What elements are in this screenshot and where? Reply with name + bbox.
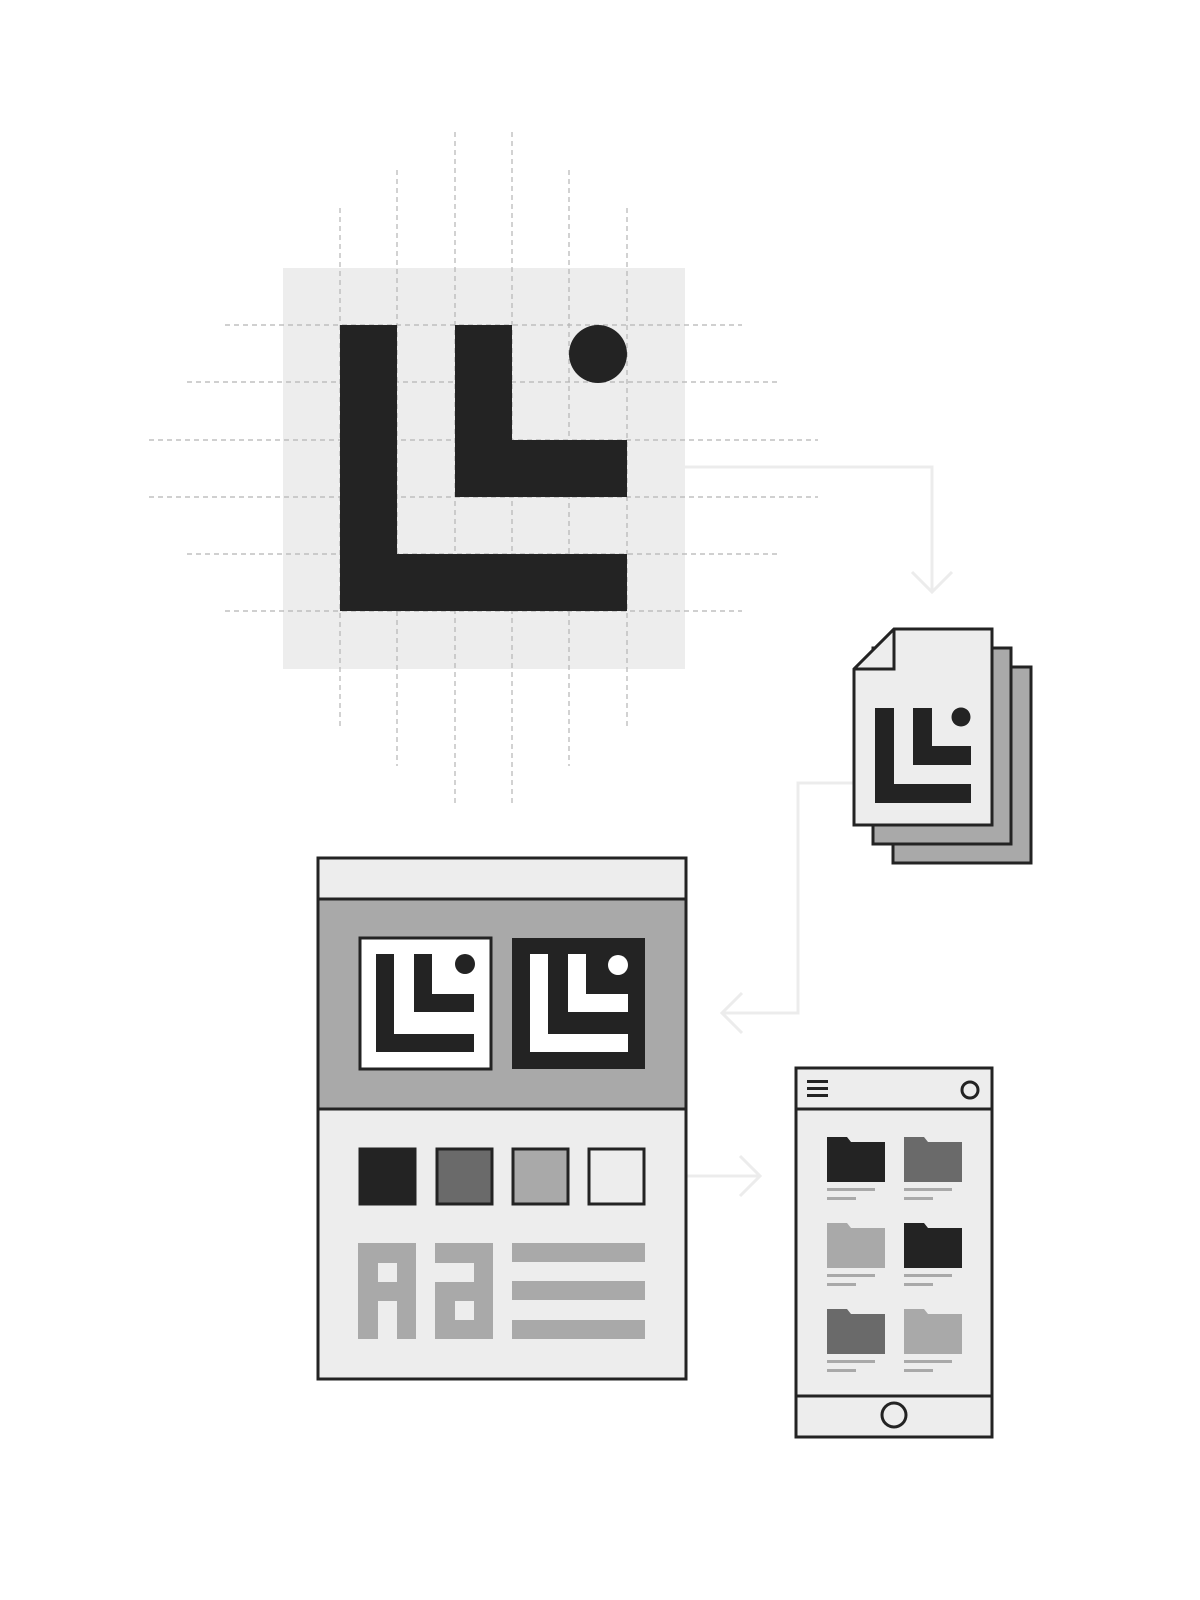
folder-grid xyxy=(827,1137,962,1372)
document-stack-icon xyxy=(852,627,1033,865)
brand-board-header-bar xyxy=(316,856,688,901)
folder-icon xyxy=(904,1309,962,1354)
arrow-board-to-mobile-head xyxy=(738,1154,763,1198)
arrow-logo-to-file xyxy=(684,465,934,592)
folder-item[interactable] xyxy=(904,1223,962,1286)
home-button-icon[interactable] xyxy=(880,1401,908,1429)
logo-inner-l xyxy=(455,325,627,497)
color-swatches xyxy=(358,1147,646,1206)
type-glyph-upper-a xyxy=(358,1243,416,1339)
folder-caption-line xyxy=(904,1274,952,1277)
folder-caption-line xyxy=(827,1274,875,1277)
arrow-file-to-board xyxy=(722,781,855,1015)
folder-caption-line xyxy=(904,1197,933,1200)
folder-item[interactable] xyxy=(827,1137,885,1200)
typography-icon xyxy=(358,1243,493,1339)
folder-item[interactable] xyxy=(904,1309,962,1372)
logo-variant-negative xyxy=(512,938,645,1069)
text-line xyxy=(512,1320,645,1339)
arrow-file-to-board-head xyxy=(719,991,744,1035)
brand-board xyxy=(316,856,688,1381)
arrow-logo-to-file-head xyxy=(910,570,954,595)
folder-caption-line xyxy=(904,1188,952,1191)
document-logo-icon xyxy=(875,707,971,803)
logo-variant-positive xyxy=(358,936,493,1071)
mobile-mockup xyxy=(794,1066,994,1439)
folder-item[interactable] xyxy=(827,1309,885,1372)
logo-outer-l xyxy=(340,325,627,611)
swatch-dark-gray xyxy=(435,1147,494,1206)
type-glyph-lower-a xyxy=(435,1243,493,1339)
connector-arrows xyxy=(684,465,954,1198)
folder-caption-line xyxy=(904,1283,933,1286)
logo-construction xyxy=(149,132,818,804)
folder-caption-line xyxy=(827,1369,856,1372)
logo-mark-icon xyxy=(340,325,627,611)
folder-caption-line xyxy=(904,1360,952,1363)
logo-dot xyxy=(569,325,627,383)
circle-icon[interactable] xyxy=(960,1080,980,1100)
folder-icon xyxy=(827,1137,885,1182)
folder-caption-line xyxy=(827,1197,856,1200)
text-line xyxy=(512,1281,645,1300)
folder-item[interactable] xyxy=(904,1137,962,1200)
phone-frame xyxy=(794,1066,994,1439)
folder-icon xyxy=(827,1223,885,1268)
folder-caption-line xyxy=(904,1369,933,1372)
folder-caption-line xyxy=(827,1188,875,1191)
text-line xyxy=(512,1243,645,1262)
folder-caption-line xyxy=(827,1360,875,1363)
folder-icon xyxy=(904,1223,962,1268)
text-lines xyxy=(512,1243,645,1339)
folder-item[interactable] xyxy=(827,1223,885,1286)
folder-icon xyxy=(904,1137,962,1182)
hamburger-menu-icon[interactable] xyxy=(807,1080,828,1097)
folder-caption-line xyxy=(827,1283,856,1286)
folder-icon xyxy=(827,1309,885,1354)
swatch-black xyxy=(358,1147,417,1206)
swatch-light-gray xyxy=(587,1147,646,1206)
document-dog-ear xyxy=(854,629,896,671)
swatch-mid-gray xyxy=(511,1147,570,1206)
